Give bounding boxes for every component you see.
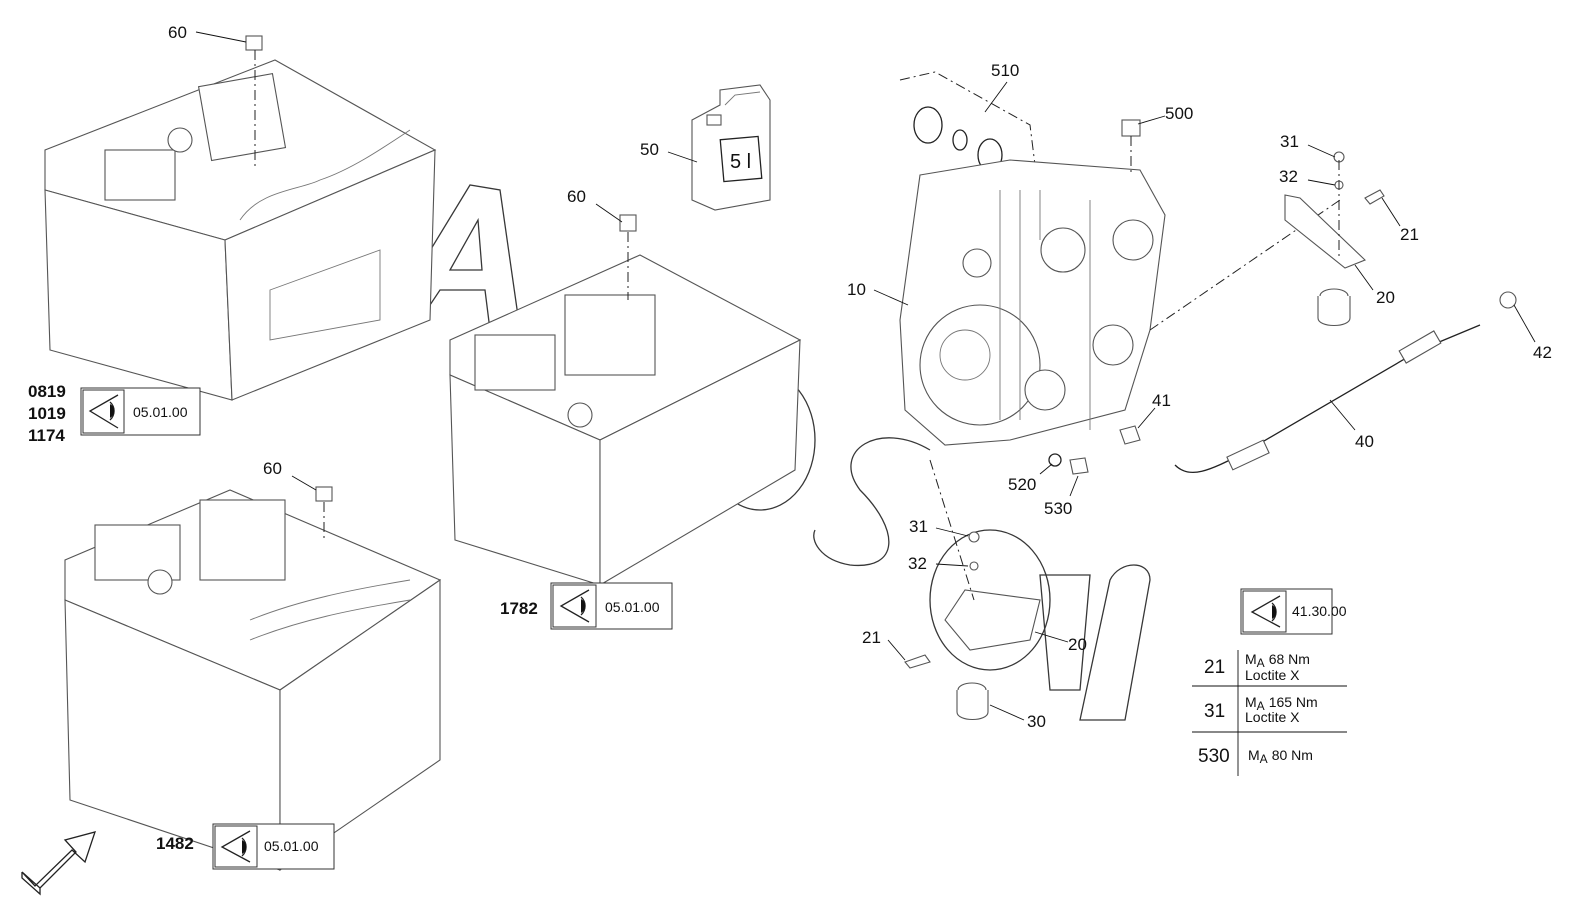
view-ref: 41.30.00 — [1292, 603, 1347, 619]
torque-note: Loctite X — [1245, 709, 1300, 725]
detail-ref-box[interactable]: 41.30.00 — [1240, 588, 1347, 635]
view-ref: 05.01.00 — [264, 838, 319, 854]
oil-container: 5 l — [691, 84, 771, 211]
eye-view-icon — [88, 394, 119, 429]
hydraulic-tank-variant-1782 — [449, 214, 802, 586]
direction-arrow-icon — [21, 831, 96, 896]
item-number: 31 — [1204, 701, 1225, 722]
callout-10: 10 — [847, 280, 866, 299]
eye-view-icon — [1250, 595, 1281, 628]
eye-view-icon — [559, 589, 590, 623]
variant-code: 0819 — [28, 382, 66, 401]
variant-ref-1482[interactable]: 1482 05.01.00 — [156, 823, 335, 870]
item-number: 21 — [1204, 657, 1225, 678]
variant-code: 1782 — [500, 599, 538, 618]
callout-30: 30 — [1027, 712, 1046, 731]
callout-32: 32 — [1279, 167, 1298, 186]
view-ref: 05.01.00 — [605, 599, 660, 615]
jug-label: 5 l — [730, 151, 751, 173]
variant-ref-1782[interactable]: 1782 05.01.00 — [500, 582, 673, 630]
callout-60: 60 — [263, 459, 282, 478]
variant-code: 1482 — [156, 834, 194, 853]
view-ref: 05.01.00 — [133, 404, 188, 420]
callout-60: 60 — [567, 187, 586, 206]
upper-mount — [1284, 151, 1385, 327]
variant-ref-0819[interactable]: 0819 1019 1174 05.01.00 — [28, 382, 201, 445]
callout-31: 31 — [909, 517, 928, 536]
callout-510: 510 — [991, 61, 1019, 80]
callout-500: 500 — [1165, 104, 1193, 123]
hydraulic-tank-variant-0819 — [44, 35, 437, 401]
callout-20: 20 — [1068, 635, 1087, 654]
callouts: 60 60 60 50 510 500 31 32 21 20 42 40 41… — [168, 23, 1552, 731]
callout-42: 42 — [1533, 343, 1552, 362]
callout-20: 20 — [1376, 288, 1395, 307]
variant-code: 1019 — [28, 404, 66, 423]
callout-41: 41 — [1152, 391, 1171, 410]
callout-40: 40 — [1355, 432, 1374, 451]
callout-21: 21 — [1400, 225, 1419, 244]
seal-kit — [899, 71, 1036, 172]
callout-31: 31 — [1280, 132, 1299, 151]
transmission-housing — [899, 119, 1341, 446]
hose-assembly — [1048, 291, 1517, 475]
lower-mount — [904, 459, 1041, 721]
leader-lines — [195, 31, 1536, 721]
callout-32: 32 — [908, 554, 927, 573]
callout-21: 21 — [862, 628, 881, 647]
callout-50: 50 — [640, 140, 659, 159]
callout-520: 520 — [1008, 475, 1036, 494]
torque-note: Loctite X — [1245, 667, 1300, 683]
hydraulic-tank-variant-1482 — [64, 486, 442, 872]
eye-view-icon — [220, 830, 251, 863]
callout-530: 530 — [1044, 499, 1072, 518]
callout-60: 60 — [168, 23, 187, 42]
variant-code: 1174 — [28, 426, 65, 445]
item-number: 530 — [1198, 746, 1230, 767]
